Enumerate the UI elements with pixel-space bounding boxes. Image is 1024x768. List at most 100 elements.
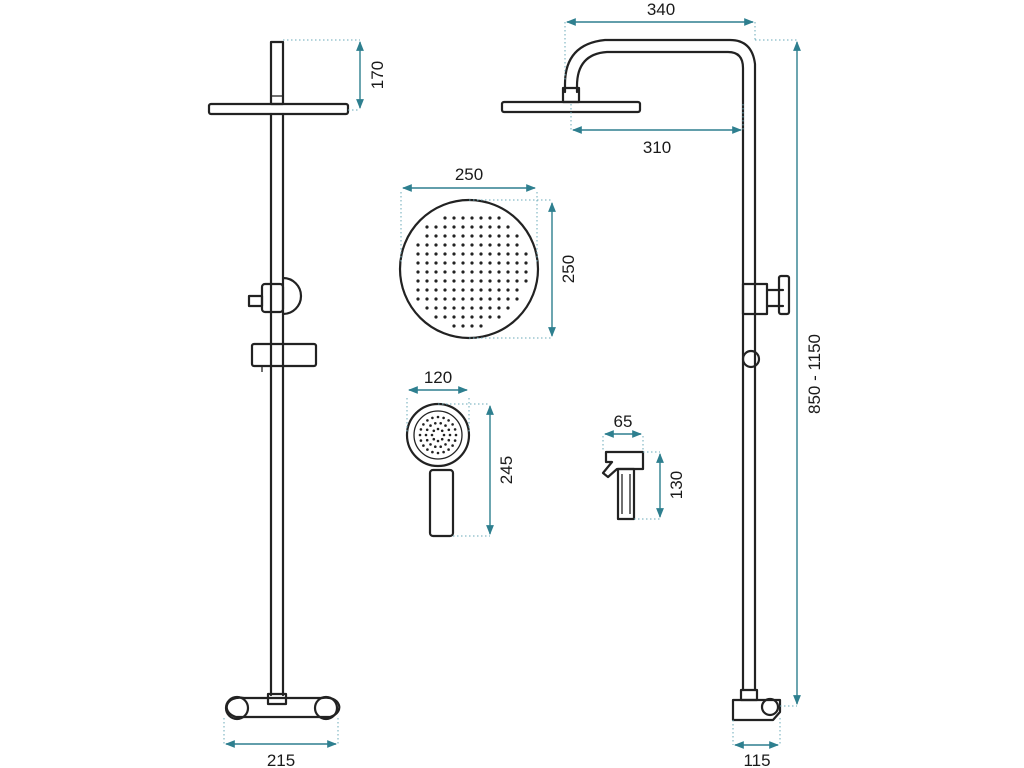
nozzle-hole xyxy=(416,261,420,265)
nozzle-hole xyxy=(515,288,519,292)
nozzle-hole xyxy=(524,252,528,256)
nozzle-hole xyxy=(524,261,528,265)
nozzle-hole xyxy=(488,234,492,238)
nozzle-hole xyxy=(416,243,420,247)
nozzle-hole xyxy=(488,261,492,265)
nozzle-hole xyxy=(497,225,501,229)
nozzle-hole xyxy=(452,279,456,283)
hand-nozzle-hole xyxy=(453,439,457,442)
nozzle-hole xyxy=(452,297,456,301)
nozzle-hole xyxy=(443,270,447,274)
hand-nozzle-hole xyxy=(444,424,447,427)
nozzle-hole xyxy=(434,234,438,238)
label-250-height: 250 xyxy=(559,255,578,283)
hand-nozzle-hole xyxy=(447,419,450,422)
nozzle-hole xyxy=(488,243,492,247)
nozzle-hole xyxy=(461,279,465,283)
nozzle-hole xyxy=(461,306,465,310)
nozzle-hole xyxy=(461,243,465,247)
nozzle-hole xyxy=(488,288,492,292)
nozzle-hole xyxy=(497,216,501,220)
nozzle-hole xyxy=(497,261,501,265)
nozzle-hole xyxy=(452,261,456,265)
nozzle-hole xyxy=(461,216,465,220)
nozzle-hole xyxy=(497,234,501,238)
nozzle-hole xyxy=(515,252,519,256)
nozzle-hole xyxy=(479,297,483,301)
hand-nozzle-hole xyxy=(434,422,437,425)
hand-nozzle-hole xyxy=(422,444,425,447)
side-view-shower-column xyxy=(500,38,791,722)
hand-nozzle-hole xyxy=(418,433,422,437)
nozzle-hole xyxy=(497,297,501,301)
nozzle-hole xyxy=(497,315,501,319)
nozzle-hole xyxy=(470,288,474,292)
dimension-hand-width: 120 xyxy=(406,368,470,432)
dimension-left-base-width: 215 xyxy=(223,718,339,768)
nozzle-hole xyxy=(506,225,510,229)
nozzle-hole xyxy=(479,279,483,283)
nozzle-hole xyxy=(488,315,492,319)
nozzle-hole xyxy=(479,225,483,229)
hand-nozzle-hole xyxy=(429,424,432,427)
nozzle-hole xyxy=(524,270,528,274)
dimension-head-width: 250 xyxy=(400,165,538,262)
nozzle-hole xyxy=(452,225,456,229)
nozzle-hole xyxy=(425,261,429,265)
nozzle-hole xyxy=(461,225,465,229)
nozzle-hole xyxy=(497,252,501,256)
hand-nozzle-hole xyxy=(442,416,445,420)
nozzle-hole xyxy=(434,261,438,265)
nozzle-hole xyxy=(452,270,456,274)
nozzle-hole xyxy=(479,270,483,274)
nozzle-hole xyxy=(515,243,519,247)
nozzle-hole xyxy=(434,252,438,256)
nozzle-hole xyxy=(488,270,492,274)
nozzle-hole xyxy=(506,306,510,310)
nozzle-hole xyxy=(515,279,519,283)
hand-nozzle-hole xyxy=(440,437,444,441)
hand-nozzle-hole xyxy=(439,445,443,449)
nozzle-hole xyxy=(452,306,456,310)
nozzle-hole xyxy=(479,243,483,247)
nozzle-hole xyxy=(470,279,474,283)
label-340: 340 xyxy=(647,0,675,19)
hand-nozzle-hole xyxy=(436,415,440,419)
dimension-column-height: 850 - 1150 xyxy=(755,39,824,707)
hand-nozzle-hole xyxy=(448,433,452,437)
hand-nozzle-hole xyxy=(431,416,434,420)
hand-nozzle-hole xyxy=(442,433,446,437)
nozzle-hole xyxy=(452,216,456,220)
nozzle-hole xyxy=(443,261,447,265)
label-65: 65 xyxy=(614,412,633,431)
nozzle-hole xyxy=(479,288,483,292)
nozzle-hole xyxy=(488,252,492,256)
label-215: 215 xyxy=(267,751,295,768)
nozzle-hole xyxy=(479,216,483,220)
nozzle-hole xyxy=(434,279,438,283)
dimension-head-height: 250 xyxy=(469,199,578,339)
hand-nozzle-hole xyxy=(425,438,429,442)
nozzle-hole xyxy=(461,270,465,274)
dimension-hand-height: 245 xyxy=(438,403,516,537)
hand-nozzle-hole xyxy=(447,438,451,442)
hand-nozzle-hole xyxy=(432,429,436,433)
label-245: 245 xyxy=(497,456,516,484)
hand-nozzle-hole xyxy=(436,427,440,431)
label-120: 120 xyxy=(424,368,452,387)
nozzle-hole xyxy=(470,252,474,256)
nozzle-hole xyxy=(425,225,429,229)
nozzle-hole xyxy=(497,306,501,310)
nozzle-hole xyxy=(524,279,528,283)
label-170: 170 xyxy=(368,61,387,89)
round-overhead-shower-head xyxy=(398,198,540,340)
dimension-bidet-height: 130 xyxy=(634,451,686,520)
nozzle-hole xyxy=(461,288,465,292)
nozzle-hole xyxy=(416,252,420,256)
nozzle-hole xyxy=(479,324,483,328)
hand-nozzle-hole xyxy=(440,429,444,433)
hand-shower xyxy=(405,402,471,538)
nozzle-hole xyxy=(452,315,456,319)
nozzle-hole xyxy=(506,243,510,247)
nozzle-hole xyxy=(443,234,447,238)
